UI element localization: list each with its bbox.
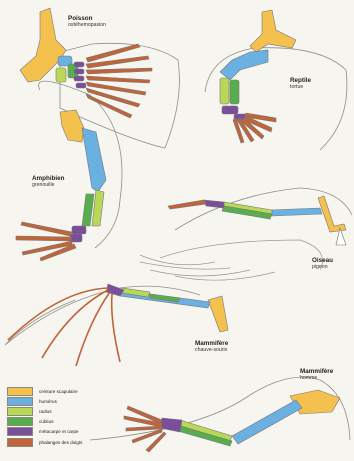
label-homme: Mammifère homme bbox=[300, 369, 333, 382]
bat-limb bbox=[8, 284, 228, 366]
bat-membrane-outline bbox=[5, 286, 200, 345]
turtle-radius bbox=[220, 78, 229, 104]
fish-radius bbox=[56, 68, 66, 82]
legend-item: humérus bbox=[7, 396, 82, 406]
bird-carpe bbox=[204, 200, 224, 208]
label-subtitle: chauve-souris bbox=[195, 348, 228, 354]
label-amphibien: Amphibien grenouille bbox=[32, 176, 65, 189]
bird-phalanges bbox=[168, 200, 206, 209]
legend-swatch bbox=[7, 438, 33, 447]
legend-swatch bbox=[7, 407, 33, 416]
legend-item: radius bbox=[7, 406, 82, 416]
frog-cubitus bbox=[82, 194, 94, 226]
frog-humerus bbox=[82, 128, 106, 192]
legend: ceinture scapulaire humérus radius cubitus m… bbox=[7, 386, 82, 447]
legend-item: métacarpe et carpe bbox=[7, 427, 82, 437]
legend-label: phalanges des doigts bbox=[39, 440, 82, 445]
legend-label: cubitus bbox=[39, 419, 54, 424]
legend-label: métacarpe et carpe bbox=[39, 429, 79, 434]
label-subtitle: grenouille bbox=[32, 183, 65, 189]
label-subtitle: tortue bbox=[290, 85, 311, 91]
label-oiseau: Oiseau pigeon bbox=[312, 258, 333, 271]
turtle-cubitus bbox=[230, 80, 239, 104]
turtle-humerus bbox=[220, 50, 268, 80]
legend-swatch bbox=[7, 387, 33, 396]
legend-item: phalanges des doigts bbox=[7, 437, 82, 447]
legend-label: radius bbox=[39, 409, 52, 414]
label-poisson: Poisson ostéhemopasion bbox=[68, 16, 106, 29]
label-subtitle: homme bbox=[300, 376, 333, 382]
human-humerus bbox=[232, 400, 302, 444]
legend-item: cubitus bbox=[7, 417, 82, 427]
human-phalanges bbox=[124, 406, 166, 452]
turtle-limb bbox=[220, 10, 296, 143]
label-subtitle: pigeon bbox=[312, 265, 333, 271]
legend-item: ceinture scapulaire bbox=[7, 386, 82, 396]
legend-label: ceinture scapulaire bbox=[39, 389, 78, 394]
label-chauve-souris: Mammifère chauve-souris bbox=[195, 341, 228, 354]
label-subtitle: ostéhemopasion bbox=[68, 23, 106, 29]
human-carpe bbox=[160, 418, 182, 432]
bird-limb bbox=[168, 196, 346, 245]
bat-girdle bbox=[208, 296, 228, 332]
legend-swatch bbox=[7, 397, 33, 406]
legend-label: humérus bbox=[39, 399, 57, 404]
bird-humerus bbox=[270, 208, 322, 216]
legend-swatch bbox=[7, 417, 33, 426]
frog-girdle bbox=[60, 110, 84, 142]
legend-swatch bbox=[7, 427, 33, 436]
human-limb bbox=[124, 390, 340, 452]
bird-feathers bbox=[140, 240, 323, 280]
label-reptile: Reptile tortue bbox=[290, 78, 311, 91]
turtle-girdle bbox=[250, 10, 296, 52]
